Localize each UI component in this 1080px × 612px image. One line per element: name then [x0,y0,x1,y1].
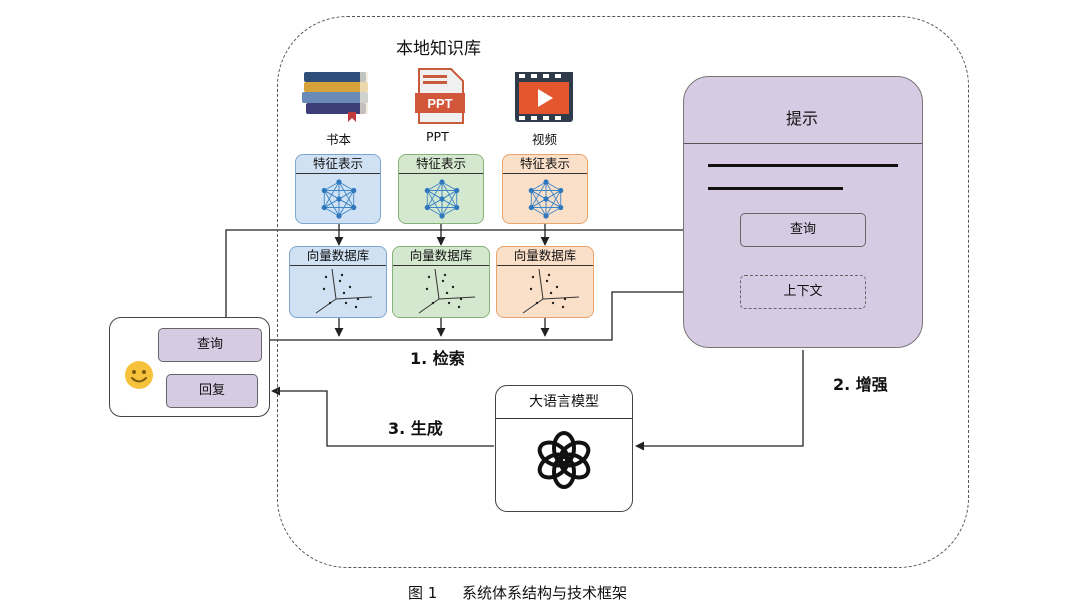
scatter-plot-icon [312,268,374,315]
vector-db-title: 向量数据库 [497,247,593,266]
step-augment-label: 2. 增强 [833,375,888,394]
feature-panel-title: 特征表示 [503,155,587,174]
feature-panel-ppt: 特征表示 [398,154,484,224]
svg-text:PPT: PPT [427,96,452,111]
prompt-query-field: 查询 [740,213,866,247]
source-label-books: 书本 [326,132,352,147]
prompt-divider [684,143,922,144]
video-file-icon [513,70,575,124]
knowledge-base-boundary [277,16,969,568]
user-query-bubble[interactable]: 查询 [158,328,262,362]
neural-network-icon [525,176,567,222]
neural-network-icon [318,176,360,222]
source-label-ppt: PPT [426,129,449,144]
step-generate-label: 3. 生成 [388,419,443,438]
books-icon [298,68,376,124]
scatter-plot-icon [415,268,477,315]
source-label-video: 视频 [532,132,558,147]
ppt-file-icon: PPT [413,67,467,125]
knowledge-base-title: 本地知识库 [396,39,481,59]
feature-panel-books: 特征表示 [295,154,381,224]
llm-panel: 大语言模型 [495,385,633,512]
feature-panel-title: 特征表示 [399,155,483,174]
prompt-panel: 提示 查询 上下文 [683,76,923,348]
scatter-plot-icon [519,268,581,315]
arrow-prompt-to-llm [635,350,804,451]
vector-db-title: 向量数据库 [290,247,386,266]
vector-db-title: 向量数据库 [393,247,489,266]
prompt-text-line-2 [708,187,843,190]
vector-db-panel-books: 向量数据库 [289,246,387,318]
step-retrieve-label: 1. 检索 [410,349,465,368]
smiley-icon [124,360,154,390]
llm-title: 大语言模型 [496,386,632,419]
feature-panel-title: 特征表示 [296,155,380,174]
vector-db-panel-video: 向量数据库 [496,246,594,318]
vector-db-panel-ppt: 向量数据库 [392,246,490,318]
figure-caption-text: 系统体系结构与技术框架 [462,584,628,602]
neural-network-icon [421,176,463,222]
arrow-user-query-to-prompt [225,225,738,318]
prompt-context-field: 上下文 [740,275,866,309]
prompt-title: 提示 [786,109,819,128]
arrow-retrieval-to-context [262,287,738,341]
user-panel: 查询 回复 [109,317,270,417]
arrow-llm-to-reply [271,386,494,447]
figure-caption-label: 图 1 [408,584,438,602]
user-reply-bubble[interactable]: 回复 [166,374,258,408]
openai-logo-icon [534,430,594,490]
feature-panel-video: 特征表示 [502,154,588,224]
prompt-text-line-1 [708,164,898,167]
